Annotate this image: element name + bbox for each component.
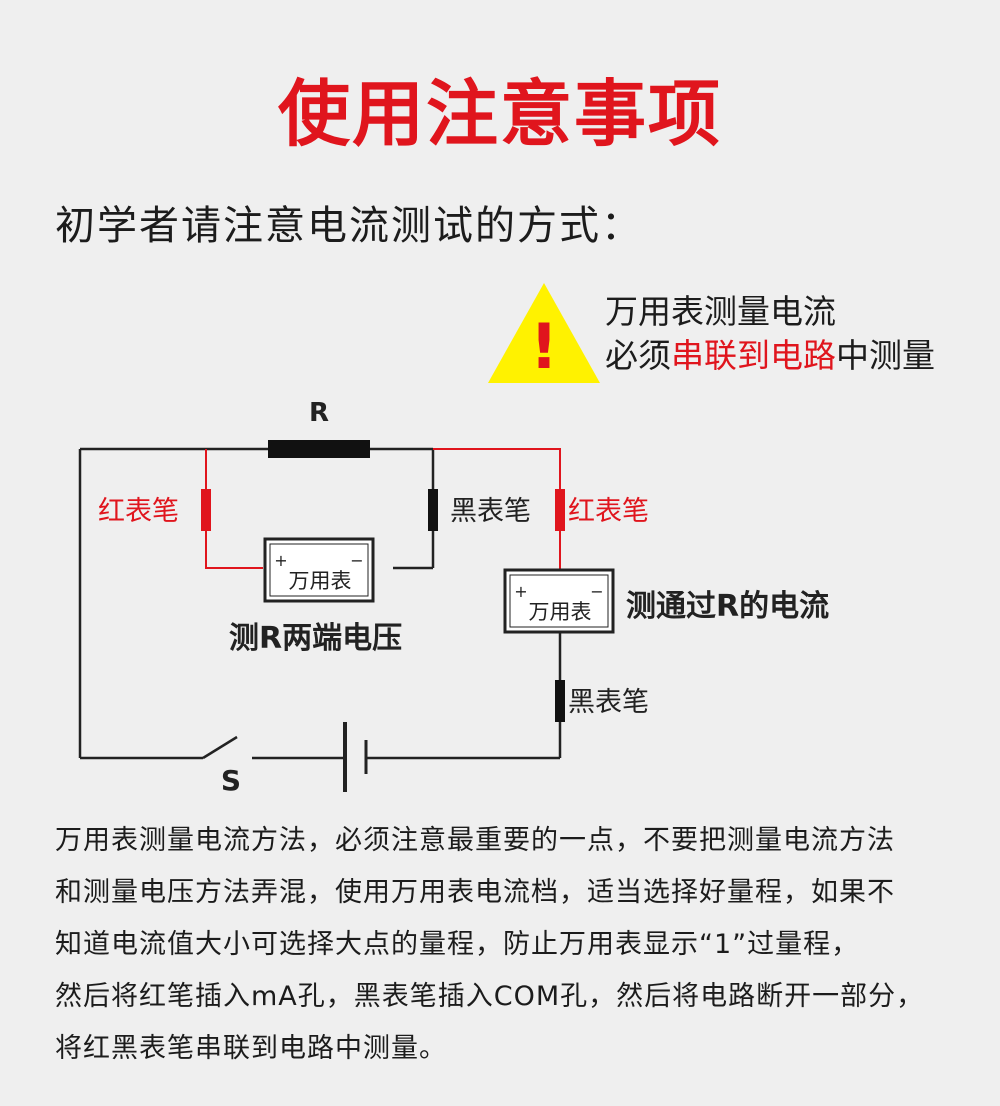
page-title: 使用注意事项 (277, 72, 722, 156)
meter-current: + − 万用表 (503, 568, 615, 634)
warning-highlight: 串联到电路 (671, 336, 836, 375)
voltage-red-wire (205, 449, 263, 569)
subtitle: 初学者请注意电流测试的方式： (55, 203, 643, 249)
meter-voltage: + − 万用表 (263, 537, 375, 603)
warning-line-2-suffix: 中测量 (836, 336, 935, 375)
warning-triangle-icon: ! (488, 283, 600, 383)
description-line: 万用表测量电流方法，必须注意最重要的一点，不要把测量电流方法 (55, 825, 895, 856)
description-line: 将红黑表笔串联到电路中测量。 (55, 1033, 447, 1064)
description-line: 知道电流值大小可选择大点的量程，防止万用表显示“1”过量程， (55, 929, 860, 960)
black-probe-voltage (428, 489, 438, 531)
meter-voltage-label: 万用表 (289, 569, 352, 593)
resistor (268, 440, 370, 458)
current-caption: 测通过R的电流 (626, 589, 829, 624)
meter-current-label: 万用表 (529, 600, 592, 624)
description-line: 然后将红笔插入mA孔，黑表笔插入COM孔，然后将电路断开一部分， (55, 981, 925, 1012)
resistor-label: R (309, 398, 329, 428)
circuit-diagram: ! R S + − 万用表 (78, 283, 829, 797)
black-probe-label-bottom: 黑表笔 (568, 687, 649, 718)
red-probe-voltage (201, 489, 211, 531)
warning-line-2: 必须串联到电路中测量 (605, 334, 935, 378)
warning-line-1: 万用表测量电流 (605, 292, 836, 331)
black-probe-current (555, 680, 565, 722)
red-probe-current (555, 489, 565, 531)
meter-current-plus: + (514, 582, 527, 601)
voltage-caption: 测R两端电压 (229, 621, 402, 656)
description: 万用表测量电流方法，必须注意最重要的一点，不要把测量电流方法 和测量电压方法弄混… (55, 815, 960, 1075)
warning-text: 万用表测量电流 必须串联到电路中测量 (605, 290, 935, 378)
description-line: 和测量电压方法弄混，使用万用表电流档，适当选择好量程，如果不 (55, 877, 895, 908)
meter-current-minus: − (590, 582, 603, 601)
black-probe-label-middle: 黑表笔 (450, 496, 531, 527)
warning-exclamation: ! (530, 310, 558, 383)
meter-voltage-plus: + (274, 551, 287, 570)
meter-voltage-minus: − (350, 551, 363, 570)
red-probe-label-left: 红表笔 (98, 496, 179, 527)
red-probe-label-right: 红表笔 (568, 496, 649, 527)
warning-line-2-prefix: 必须 (605, 336, 671, 375)
battery-symbol (343, 722, 368, 792)
switch-label: S (221, 764, 241, 797)
